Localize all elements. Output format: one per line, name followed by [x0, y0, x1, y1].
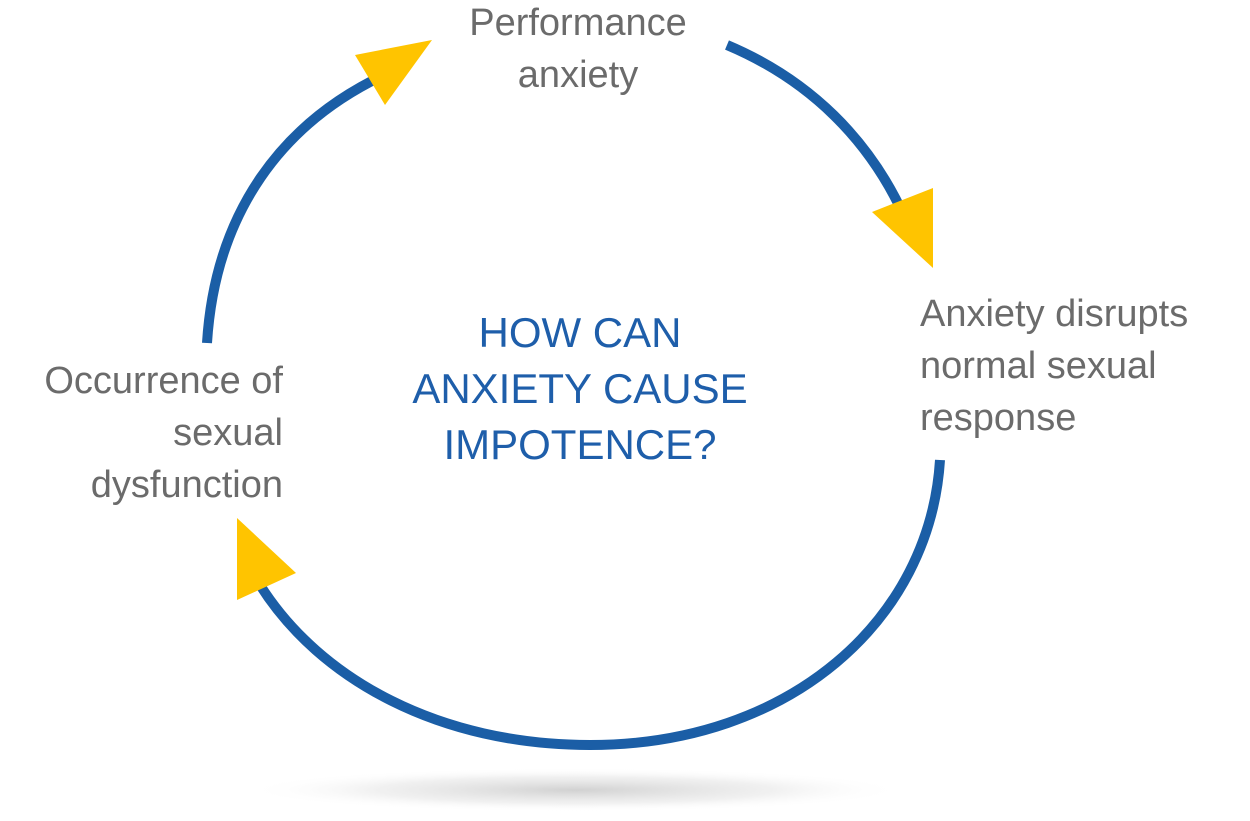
arrowhead-to-left-icon [237, 518, 296, 600]
stage-label-line: Performance [469, 2, 687, 44]
stage-label-line: normal sexual [920, 345, 1157, 387]
stage-label-line: Anxiety disrupts [920, 293, 1189, 335]
arc-right-to-left [255, 459, 945, 751]
arc-top-to-right [725, 40, 910, 221]
stage-label-line: sexual [173, 412, 283, 454]
stage-label-anxiety-disrupts: Anxiety disrupts normal sexual response [920, 288, 1250, 444]
stage-label-sexual-dysfunction: Occurrence of sexual dysfunction [0, 355, 283, 511]
center-title-line: ANXIETY CAUSE [412, 365, 748, 412]
stage-label-line: Occurrence of [44, 360, 283, 402]
stage-label-performance-anxiety: Performance anxiety [378, 0, 778, 101]
floor-shadow [245, 768, 905, 812]
stage-label-line: response [920, 397, 1077, 439]
stage-label-line: anxiety [517, 54, 639, 96]
center-title: HOW CAN ANXIETY CAUSE IMPOTENCE? [330, 305, 830, 473]
arrowhead-to-top-icon [355, 40, 432, 105]
center-title-line: IMPOTENCE? [443, 421, 717, 468]
arc-left-to-top [202, 65, 397, 344]
center-title-line: HOW CAN [478, 309, 682, 356]
stage-label-line: dysfunction [90, 464, 283, 506]
arrowhead-to-right-icon [872, 188, 933, 268]
